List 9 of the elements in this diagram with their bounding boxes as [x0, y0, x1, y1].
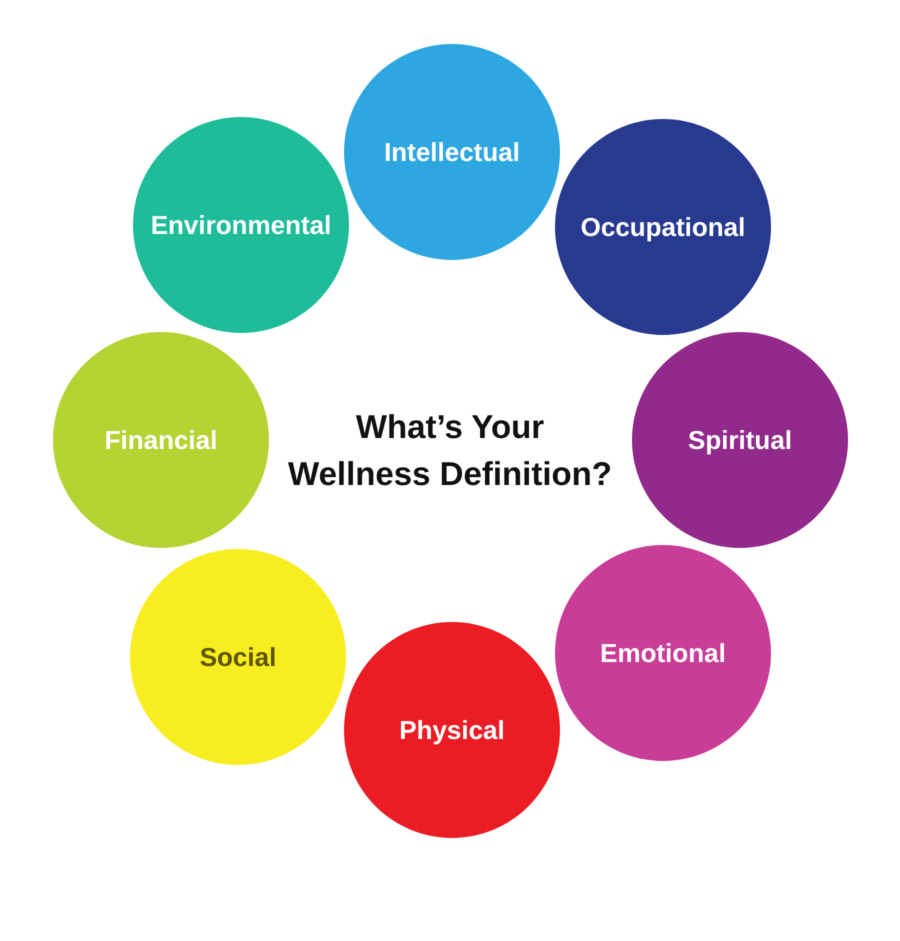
diagram-title: What’s Your Wellness Definition?	[287, 407, 613, 494]
node-label: Environmental	[150, 210, 332, 240]
node-label: Spiritual	[688, 424, 792, 456]
node-label: Occupational	[580, 212, 746, 242]
node-label: Financial	[104, 424, 218, 456]
node-label: Emotional	[600, 638, 726, 668]
node-label: Physical	[399, 714, 505, 746]
node-label: Social	[200, 642, 276, 672]
node-label: Intellectual	[384, 136, 520, 168]
